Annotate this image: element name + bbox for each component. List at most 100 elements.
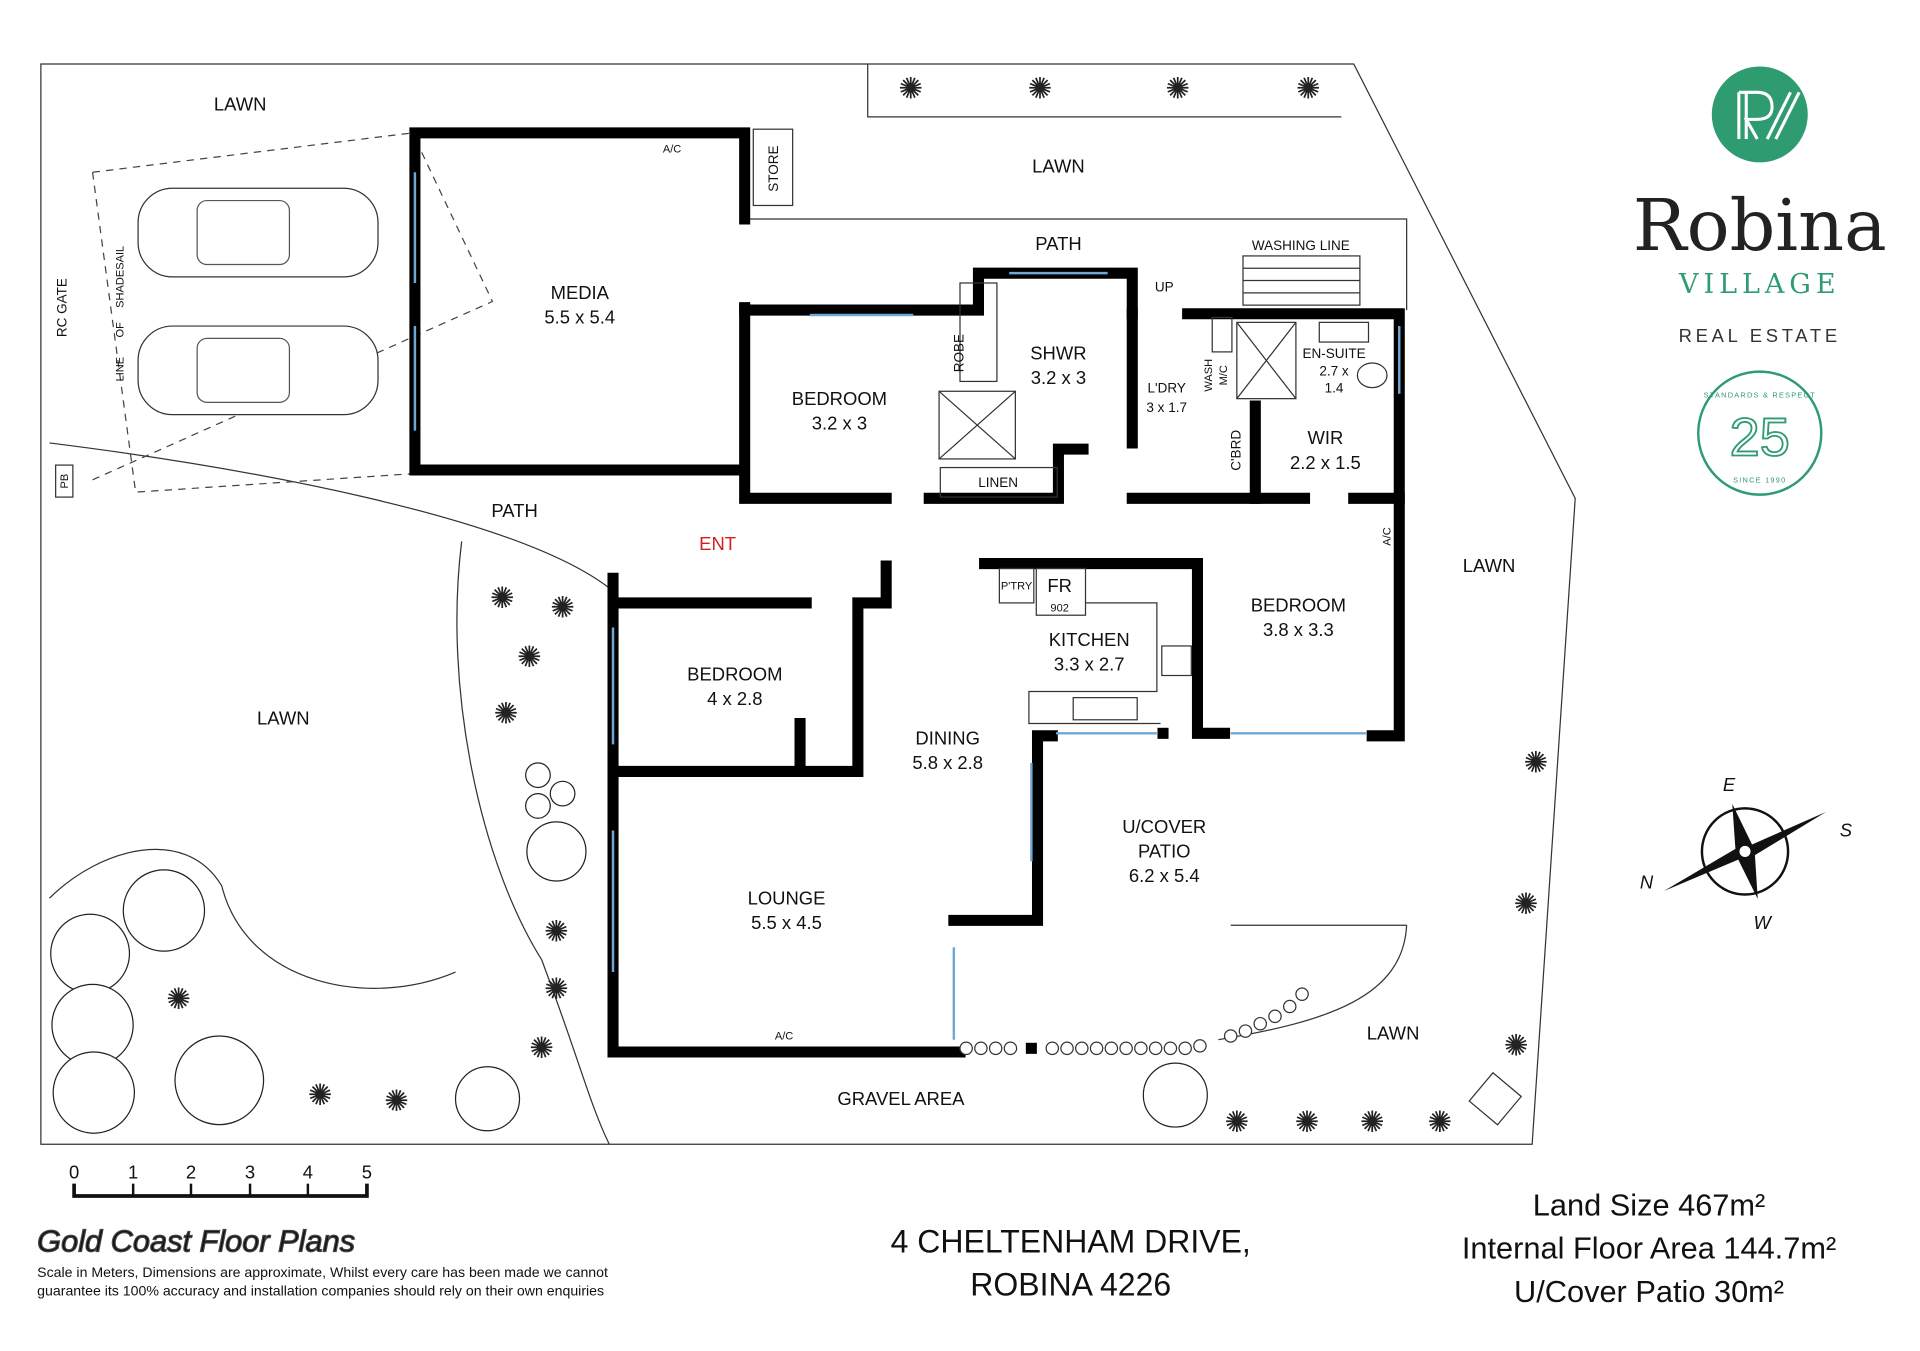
svg-text:✺: ✺: [1360, 1106, 1385, 1139]
shadesail-label-b: OF: [114, 322, 126, 338]
gravel-area-label: GRAVEL AREA: [837, 1088, 965, 1109]
kitchen-size: 3.3 x 2.7: [1054, 654, 1125, 675]
svg-text:✺: ✺: [166, 983, 191, 1016]
lawn-label: LAWN: [1367, 1023, 1420, 1044]
logo-sub: VILLAGE: [1678, 269, 1840, 300]
stepping-stones: [959, 987, 1309, 1056]
compass-w: W: [1754, 912, 1773, 933]
patio-name-b: PATIO: [1138, 841, 1191, 862]
fridge-width: 902: [1050, 603, 1068, 615]
svg-text:✺: ✺: [544, 915, 569, 948]
kitchen-name: KITCHEN: [1049, 629, 1130, 650]
compass-s: S: [1840, 820, 1853, 841]
car-1: [137, 187, 379, 278]
store-label: STORE: [766, 145, 781, 191]
disclaimer-line-1: Scale in Meters, Dimensions are approxim…: [37, 1264, 608, 1280]
svg-text:✺: ✺: [1028, 72, 1053, 105]
scale-tick: 0: [69, 1162, 79, 1183]
dining-name: DINING: [915, 727, 980, 748]
bedroom-b-size: 3.8 x 3.3: [1263, 619, 1334, 640]
shadesail-label-a: LINE: [114, 357, 126, 382]
entrance-label: ENT: [699, 533, 736, 554]
up-label: UP: [1155, 280, 1174, 295]
svg-text:✺: ✺: [1523, 747, 1548, 780]
ac-label: A/C: [775, 1031, 793, 1043]
svg-text:✺: ✺: [494, 697, 519, 730]
scale-tick: 4: [303, 1162, 313, 1183]
pantry-label: P'TRY: [1001, 580, 1033, 592]
ensuite-name: EN-SUITE: [1303, 346, 1366, 361]
svg-text:✺: ✺: [529, 1032, 554, 1065]
windows: [413, 172, 1401, 1040]
svg-text:✺: ✺: [544, 973, 569, 1006]
path-label: PATH: [1035, 233, 1081, 254]
trees: [50, 762, 1208, 1134]
lawn-label: LAWN: [1032, 155, 1085, 176]
wash-label: WASH: [1203, 359, 1215, 392]
ac-label: A/C: [1382, 527, 1394, 545]
bedroom-b-name: BEDROOM: [1251, 595, 1346, 616]
media-size: 5.5 x 5.4: [544, 307, 615, 328]
media-name: MEDIA: [551, 282, 610, 303]
lawn-label: LAWN: [214, 94, 267, 115]
svg-text:✺: ✺: [1296, 72, 1321, 105]
path-label: PATH: [491, 500, 537, 521]
scale-tick: 2: [186, 1162, 196, 1183]
shadesail-line: [91, 132, 494, 493]
lawn-label: LAWN: [257, 708, 310, 729]
compass: E S N W: [1640, 774, 1853, 933]
scale-bar: 0 1 2 3 4 5: [69, 1162, 372, 1198]
svg-text:✺: ✺: [550, 592, 575, 625]
address-line-1: 4 CHELTENHAM DRIVE,: [891, 1224, 1251, 1260]
svg-text:✺: ✺: [1514, 888, 1539, 921]
lawn-label: LAWN: [1463, 555, 1516, 576]
mc-label: M/C: [1218, 365, 1230, 385]
rc-gate-label: RC GATE: [55, 278, 70, 337]
shrubs: ✺✺✺✺ ✺✺✺✺ ✺✺✺✺ ✺✺✺✺ ✺✺✺✺✺: [166, 72, 1548, 1139]
ac-label: A/C: [663, 144, 681, 156]
svg-text:✺: ✺: [490, 582, 515, 615]
logo-name: Robina: [1633, 184, 1887, 267]
car-2: [137, 325, 379, 416]
dining-size: 5.8 x 2.8: [912, 752, 983, 773]
patio-size: 6.2 x 5.4: [1129, 865, 1200, 886]
bedroom-c-size: 4 x 2.8: [707, 688, 762, 709]
compass-n: N: [1640, 871, 1654, 892]
site-boundary: [40, 63, 1576, 1145]
ensuite-size-a: 2.7 x: [1319, 363, 1349, 378]
scale-tick: 1: [128, 1162, 138, 1183]
fixtures: [752, 128, 1523, 1126]
lounge-name: LOUNGE: [748, 887, 826, 908]
address-line-2: ROBINA 4226: [970, 1267, 1171, 1303]
svg-text:✺: ✺: [1295, 1106, 1320, 1139]
wir-name: WIR: [1308, 427, 1344, 448]
disclaimer-line-2: guarantee its 100% accuracy and installa…: [37, 1283, 604, 1299]
robina-village-logo: Robina VILLAGE REAL ESTATE 25 STANDARDS …: [1633, 66, 1887, 496]
ensuite-size-b: 1.4: [1325, 381, 1344, 396]
scale-tick: 5: [362, 1162, 372, 1183]
laundry-size: 3 x 1.7: [1146, 400, 1187, 415]
svg-text:✺: ✺: [1224, 1106, 1249, 1139]
svg-text:✺: ✺: [384, 1085, 409, 1118]
brand-gold-coast-floor-plans: Gold Coast Floor Plans: [37, 1223, 355, 1258]
badge-bottom-text: SINCE 1990: [1733, 475, 1786, 484]
shadesail-label-c: SHADESAIL: [114, 246, 126, 308]
bedroom-a-size: 3.2 x 3: [812, 412, 867, 433]
wir-size: 2.2 x 1.5: [1290, 452, 1361, 473]
bedroom-c-name: BEDROOM: [687, 663, 782, 684]
shower-size: 3.2 x 3: [1031, 367, 1086, 388]
path-outline: [49, 442, 610, 1145]
internal-floor-area: Internal Floor Area 144.7m²: [1462, 1231, 1836, 1266]
land-size: Land Size 467m²: [1533, 1188, 1765, 1223]
cbrd-label: C'BRD: [1229, 430, 1244, 471]
garden-bed-top: [867, 63, 1342, 118]
svg-text:✺: ✺: [1504, 1030, 1529, 1063]
robe-label: ROBE: [952, 334, 967, 372]
shower-name: SHWR: [1030, 342, 1086, 363]
compass-e: E: [1723, 774, 1736, 795]
fridge-label: FR: [1047, 575, 1072, 596]
linen-label: LINEN: [978, 475, 1018, 490]
svg-text:✺: ✺: [308, 1079, 333, 1112]
patio-name-a: U/COVER: [1122, 816, 1206, 837]
